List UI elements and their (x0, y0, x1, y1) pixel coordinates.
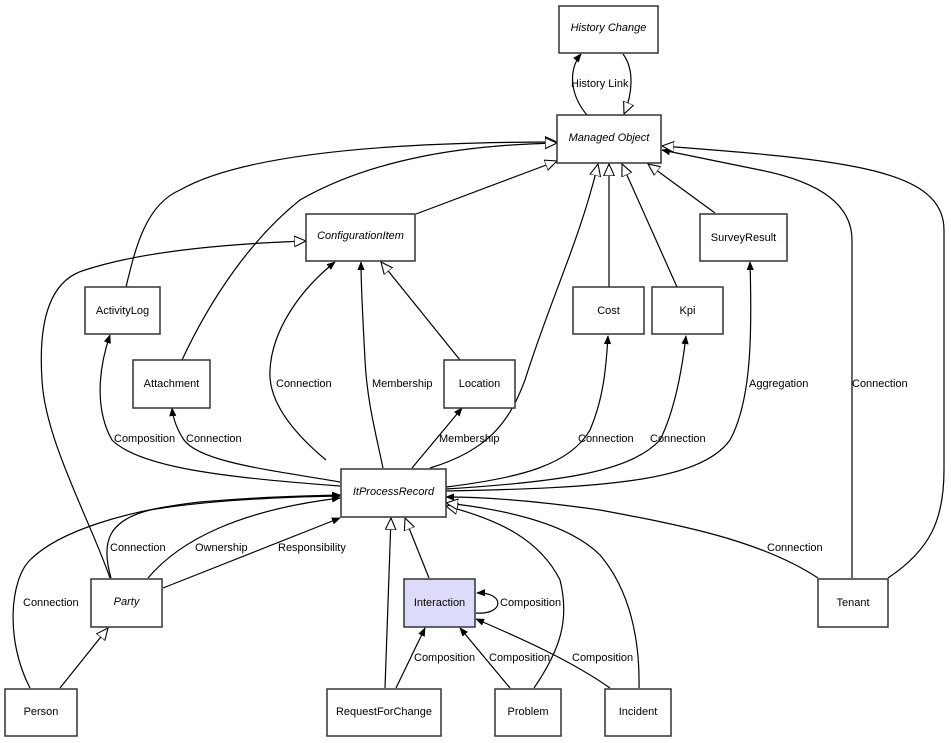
node-label: Attachment (144, 378, 200, 390)
node-label: ItProcessRecord (353, 486, 435, 498)
edge-party-responsibility-it-process-record (162, 517, 341, 589)
edge-request-for-change-inherits-it-process-record (385, 518, 391, 689)
edge-person-connection-it-process-record (12, 491, 341, 689)
edge-label-history-link: History Link (571, 78, 629, 90)
node-configuration-item[interactable]: ConfigurationItem (305, 213, 416, 262)
edge-attachment-inherits-managed-object (181, 143, 557, 361)
edge-label-party-ipr-responsibility: Responsibility (278, 542, 346, 554)
node-request-for-change[interactable]: RequestForChange (326, 688, 442, 737)
edge-label-ipr-kpi-connection: Connection (650, 433, 706, 445)
node-party[interactable]: Party (90, 578, 163, 628)
edge-history-link (571, 53, 588, 116)
node-survey-result[interactable]: SurveyResult (699, 213, 788, 262)
edge-label-ipr-attachment-connection: Connection (186, 433, 242, 445)
edge-person-inherits-party (59, 628, 108, 689)
edge-party-connection-it-process-record (106, 492, 341, 579)
edge-label-ipr-survey-result-aggregation: Aggregation (749, 378, 808, 390)
node-label: Problem (508, 706, 549, 718)
node-kpi[interactable]: Kpi (651, 286, 724, 335)
node-label: History Change (571, 22, 647, 34)
node-location[interactable]: Location (443, 359, 516, 409)
node-label: Location (459, 378, 501, 390)
edge-incident-composition-interaction (475, 618, 611, 689)
edge-tenant-connection-it-process-record (445, 493, 819, 579)
edge-label-rfc-interaction-composition: Composition (414, 652, 475, 664)
node-label: Incident (619, 706, 658, 718)
edge-label-ipr-ci-membership: Membership (372, 378, 433, 390)
node-incident[interactable]: Incident (604, 688, 672, 737)
node-activity-log[interactable]: ActivityLog (84, 286, 161, 335)
node-label: Party (114, 596, 141, 608)
node-attachment[interactable]: Attachment (132, 359, 211, 409)
node-label: ActivityLog (96, 305, 149, 317)
edge-location-inherits-configuration-item (381, 262, 461, 361)
edge-it-process-record-connection-attachment (169, 407, 341, 483)
edge-it-process-record-connection-configuration-item (269, 261, 336, 461)
edge-request-for-change-composition-interaction (395, 627, 426, 689)
edge-label-party-ipr-ownership: Ownership (195, 542, 248, 554)
node-person[interactable]: Person (4, 688, 78, 737)
edge-kpi-inherits-managed-object (622, 164, 678, 288)
node-it-process-record[interactable]: ItProcessRecord (340, 468, 447, 518)
node-label: SurveyResult (711, 232, 776, 244)
node-cost[interactable]: Cost (572, 286, 645, 335)
edge-label-ipr-location-membership: Membership (439, 433, 500, 445)
edge-it-process-record-aggregation-survey-result (445, 261, 754, 492)
edge-interaction-inherits-it-process-record (405, 518, 430, 579)
edge-incident-inherits-it-process-record (446, 503, 640, 689)
node-interaction[interactable]: Interaction (403, 578, 476, 628)
node-tenant[interactable]: Tenant (817, 578, 889, 628)
edge-it-process-record-connection-kpi (445, 335, 689, 490)
edge-it-process-record-inherits-managed-object (429, 164, 598, 469)
edge-label-person-ipr-connection: Connection (23, 597, 79, 609)
edge-label-problem-interaction-composition: Composition (489, 652, 550, 664)
node-label: Tenant (836, 597, 869, 609)
edge-label-ipr-activity-log-composition: Composition (114, 433, 175, 445)
edge-label-ipr-cost-connection: Connection (578, 433, 634, 445)
edge-party-inherits-configuration-item (40, 241, 306, 579)
edge-configuration-item-inherits-managed-object (415, 161, 557, 215)
edge-interaction-self-composition (475, 589, 499, 614)
edge-party-ownership-it-process-record (147, 495, 341, 579)
edge-problem-composition-interaction (459, 627, 511, 689)
node-problem[interactable]: Problem (494, 688, 562, 737)
edge-history-change-inherits-managed-object (622, 53, 631, 114)
node-label: Interaction (414, 597, 465, 609)
edge-it-process-record-membership-location (411, 407, 463, 469)
node-label: Managed Object (569, 132, 651, 144)
edge-tenant-inherits-managed-object (662, 146, 945, 579)
edge-label-ipr-ci-connection: Connection (276, 378, 332, 390)
node-label: Cost (597, 305, 620, 317)
edge-label-tenant-managed-object: Connection (852, 378, 908, 390)
node-managed-object[interactable]: Managed Object (556, 114, 662, 164)
edge-it-process-record-connection-cost (445, 335, 612, 488)
edge-label-incident-interaction-composition: Composition (572, 652, 633, 664)
edge-survey-result-inherits-managed-object (648, 164, 716, 214)
node-history-change[interactable]: History Change (558, 5, 659, 54)
edge-it-process-record-composition-activity-log (99, 334, 341, 487)
edge-problem-inherits-it-process-record (446, 506, 565, 689)
node-label: RequestForChange (336, 706, 432, 718)
node-label: Kpi (680, 305, 696, 317)
edge-activity-log-inherits-managed-object (125, 142, 557, 288)
node-label: Person (24, 706, 59, 718)
node-label: ConfigurationItem (317, 230, 404, 242)
edge-tenant-connection-managed-object (661, 148, 853, 578)
edge-label-tenant-ipr-connection: Connection (767, 542, 823, 554)
edge-it-process-record-membership-configuration-item (357, 261, 384, 469)
edge-label-party-ipr-connection: Connection (110, 542, 166, 554)
edge-label-interaction-self-composition: Composition (500, 597, 561, 609)
